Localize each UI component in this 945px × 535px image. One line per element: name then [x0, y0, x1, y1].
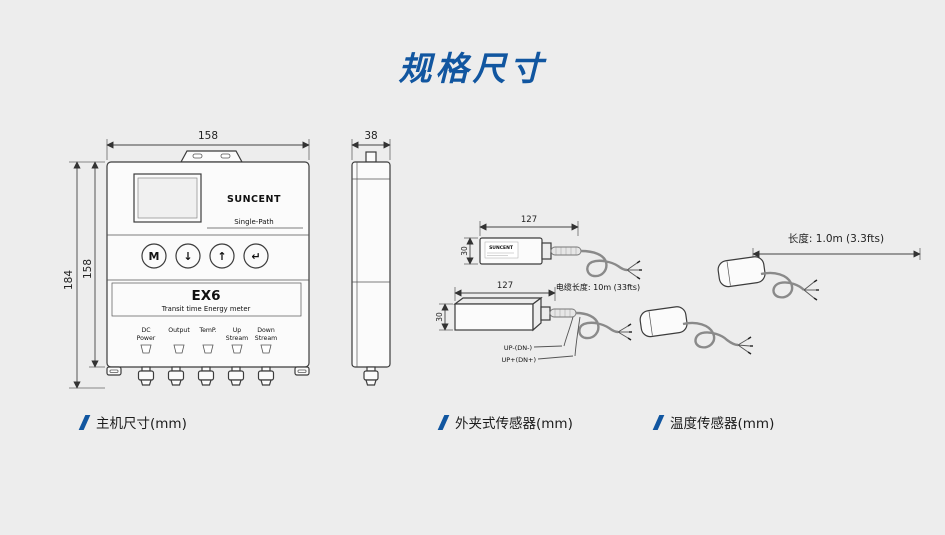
terminal-dc-l1: DC [141, 327, 150, 334]
mounting-tab [179, 150, 244, 163]
bottom-mounting-ears [106, 366, 310, 376]
sensor-brand-label: SUNCENT [489, 245, 514, 251]
sensor-body-bottom [453, 296, 543, 332]
length-note: 长度: 1.0m (3.3fts) [788, 232, 884, 245]
cable-braid-bottom [549, 308, 577, 318]
button-menu-glyph: M [149, 250, 160, 263]
dim-label-height-outer: 184 [63, 270, 75, 290]
lcd-display [133, 173, 202, 223]
cable-exit-bottom [540, 306, 551, 321]
dim-label-depth: 38 [364, 130, 377, 142]
terminal-up-l1: Up [233, 327, 242, 334]
dim-label-width: 158 [198, 130, 218, 142]
side-cable-gland [363, 366, 379, 386]
caption-temp-sensor: 温度传感器(mm) [652, 412, 775, 432]
cable-gland [227, 366, 245, 386]
signal-wire-plus [574, 316, 581, 357]
model-name: EX6 [191, 288, 220, 304]
main-unit-front-view: 158 184 158 SUNCENT Single-Pat [63, 130, 310, 389]
terminal-output-l1: Output [168, 327, 190, 334]
terminal-connectors [140, 344, 272, 354]
caption-main-unit-text: 主机尺寸(mm) [96, 416, 187, 432]
pigtail-wires-top [626, 260, 642, 280]
cable-length-note: 电缆长度: 10m (33fts) [556, 282, 640, 292]
caption-temp-sensor-text: 温度传感器(mm) [670, 416, 775, 432]
clamp-sensor-drawing: 127 30 SUNCENT [435, 215, 642, 364]
button-enter-glyph: ↵ [251, 250, 260, 263]
brand-label: SUNCENT [227, 194, 281, 205]
terminal-labels: DC Power Output TemP. Up Stream Down Str… [137, 327, 278, 342]
model-plate: EX6 Transit time Energy meter [111, 282, 302, 317]
page-title: 规格尺寸 [398, 49, 547, 88]
wire-label-plus: UP+(DN+) [501, 356, 536, 364]
cable-gland [257, 366, 275, 386]
slash-icon [652, 414, 665, 430]
terminal-down-l2: Stream [255, 335, 277, 342]
dim-height-158: 158 [82, 161, 105, 368]
cable-braid-top [550, 246, 582, 256]
button-menu [141, 243, 167, 269]
main-unit-side-view: 38 [351, 130, 391, 386]
cable-exit-top [541, 242, 552, 260]
button-enter [243, 243, 269, 269]
cable-gland [167, 366, 185, 386]
temp-pigtails-2 [737, 336, 753, 355]
temp-pigtails-1 [803, 279, 819, 301]
dim-label-height-inner: 158 [82, 259, 94, 279]
cable-loop-bottom [575, 311, 619, 340]
slash-icon [437, 414, 450, 430]
button-up-glyph: ↑ [217, 250, 226, 263]
button-down-glyph: ↓ [183, 250, 192, 263]
length-dimension-line [752, 248, 921, 260]
dim-width-158: 158 [106, 130, 310, 160]
clamp-sensor-bottom: 127 30 [435, 281, 632, 364]
button-up [209, 243, 235, 269]
cable-loop-top [580, 249, 628, 278]
terminal-down-l1: Down [257, 327, 275, 334]
terminal-temp-l1: TemP. [198, 327, 216, 334]
dim-label-length-bottom: 127 [497, 281, 513, 291]
terminal-up-l2: Stream [226, 335, 248, 342]
temp-sensor-drawing: 长度: 1.0m (3.3fts) [639, 232, 921, 355]
pigtail-wires-bottom [617, 323, 632, 341]
caption-clamp-sensor: 外夹式传感器(mm) [437, 412, 573, 432]
side-mounting-tab [365, 151, 377, 163]
temp-cable-2 [682, 321, 739, 349]
cable-glands [137, 366, 275, 386]
cable-gland [137, 366, 155, 386]
dim-label-height-bottom: 30 [435, 312, 444, 322]
keypad: M ↓ ↑ ↵ [141, 243, 269, 269]
model-subtitle: Transit time Energy meter [161, 305, 251, 313]
button-down [175, 243, 201, 269]
temp-cable-1 [760, 271, 805, 299]
dim-height-184: 184 [63, 161, 105, 389]
single-path-label: Single-Path [234, 218, 273, 226]
dim-depth-38: 38 [351, 130, 391, 160]
cable-gland [197, 366, 215, 386]
sensor-nameplate [484, 241, 519, 259]
caption-clamp-sensor-text: 外夹式传感器(mm) [455, 416, 573, 432]
terminal-dc-l2: Power [137, 335, 156, 342]
dim-label-length-top: 127 [521, 215, 537, 225]
dim-label-height-top: 30 [460, 246, 469, 256]
clamp-sensor-top: 127 30 SUNCENT [460, 215, 642, 292]
side-body [351, 161, 391, 368]
temp-sensor-body-1 [717, 256, 766, 288]
caption-main-unit: 主机尺寸(mm) [78, 412, 187, 432]
temp-sensor-body-2 [639, 306, 688, 338]
signal-wire-minus [563, 316, 574, 347]
wire-label-minus: UP-(DN-) [504, 344, 532, 352]
